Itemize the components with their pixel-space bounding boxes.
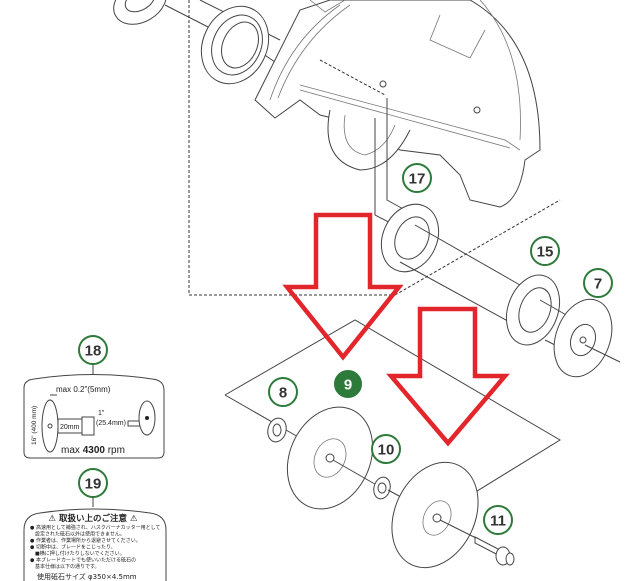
washer-15 xyxy=(505,274,561,346)
svg-text:20mm: 20mm xyxy=(60,424,80,431)
svg-text:● 作業者は、作業場所から退避させてください。: ● 作業者は、作業場所から退避させてください。 xyxy=(30,537,141,544)
svg-text:17: 17 xyxy=(409,171,426,188)
svg-text:7: 7 xyxy=(594,276,602,293)
svg-text:10: 10 xyxy=(378,442,395,459)
washer-8 xyxy=(267,417,287,443)
blade-disc-9 xyxy=(286,406,374,510)
svg-text:● 本ブレードカートでも使いいただける砥石の: ● 本ブレードカートでも使いいただける砥石の xyxy=(30,557,136,564)
svg-text:8: 8 xyxy=(279,385,287,402)
callout-10: 10 xyxy=(371,434,401,464)
svg-text:9: 9 xyxy=(344,377,352,394)
svg-text:(25.4mm): (25.4mm) xyxy=(96,420,126,427)
callout-7: 7 xyxy=(583,268,613,298)
label-18-blade-spec: max 0.2"(5mm) 16" (400 mm) 20mm 1" (25.4… xyxy=(23,364,165,459)
svg-text:設定された砥石以外は使用できません。: 設定された砥石以外は使用できません。 xyxy=(30,531,125,538)
callout-15: 15 xyxy=(530,236,560,266)
callout-17: 17 xyxy=(402,163,432,193)
flange-7 xyxy=(553,298,613,378)
svg-text:● 切断中は、ブレードをこじったり、: ● 切断中は、ブレードをこじったり、 xyxy=(30,544,116,551)
callout-8: 8 xyxy=(268,377,298,407)
washer-top-left xyxy=(113,0,167,25)
callout-11: 11 xyxy=(483,505,513,535)
mounting-plane xyxy=(224,319,561,521)
svg-text:max 4300 rpm: max 4300 rpm xyxy=(61,445,125,456)
svg-text:11: 11 xyxy=(490,513,506,530)
label-19-caution: ⚠ 取扱い上のご注意 ⚠ ● 高速用として補強され、ハスクバーナカッター用として… xyxy=(23,497,167,581)
svg-text:15: 15 xyxy=(537,244,554,261)
svg-text:● 高速用として補強され、ハスクバーナカッター用として: ● 高速用として補強され、ハスクバーナカッター用として xyxy=(30,524,160,531)
svg-text:16" (400 mm): 16" (400 mm) xyxy=(31,406,38,445)
callout-9: 9 xyxy=(334,370,362,398)
blade-disc-11 xyxy=(391,461,479,569)
svg-text:1": 1" xyxy=(98,410,105,417)
down-arrow-left xyxy=(282,212,404,361)
bearing-flange xyxy=(200,5,270,85)
svg-text:max 0.2"(5mm): max 0.2"(5mm) xyxy=(56,385,111,394)
blade-guard xyxy=(254,0,541,208)
svg-text:基本仕様は以下の通りです。: 基本仕様は以下の通りです。 xyxy=(30,563,100,570)
svg-text:19: 19 xyxy=(85,476,102,493)
down-arrow-right xyxy=(386,306,510,447)
svg-text:使用砥石サイズ φ350×4.5mm: 使用砥石サイズ φ350×4.5mm xyxy=(30,572,137,581)
bolt xyxy=(474,536,515,566)
svg-text:■横に押し付けたりしないでください。: ■横に押し付けたりしないでください。 xyxy=(30,550,125,557)
washer-17 xyxy=(380,203,440,273)
washer-10 xyxy=(373,476,391,500)
svg-text:⚠ 取扱い上のご注意 ⚠: ⚠ 取扱い上のご注意 ⚠ xyxy=(48,513,138,524)
callout-19: 19 xyxy=(78,468,108,498)
callout-18: 18 xyxy=(78,335,108,365)
svg-text:18: 18 xyxy=(85,343,102,360)
